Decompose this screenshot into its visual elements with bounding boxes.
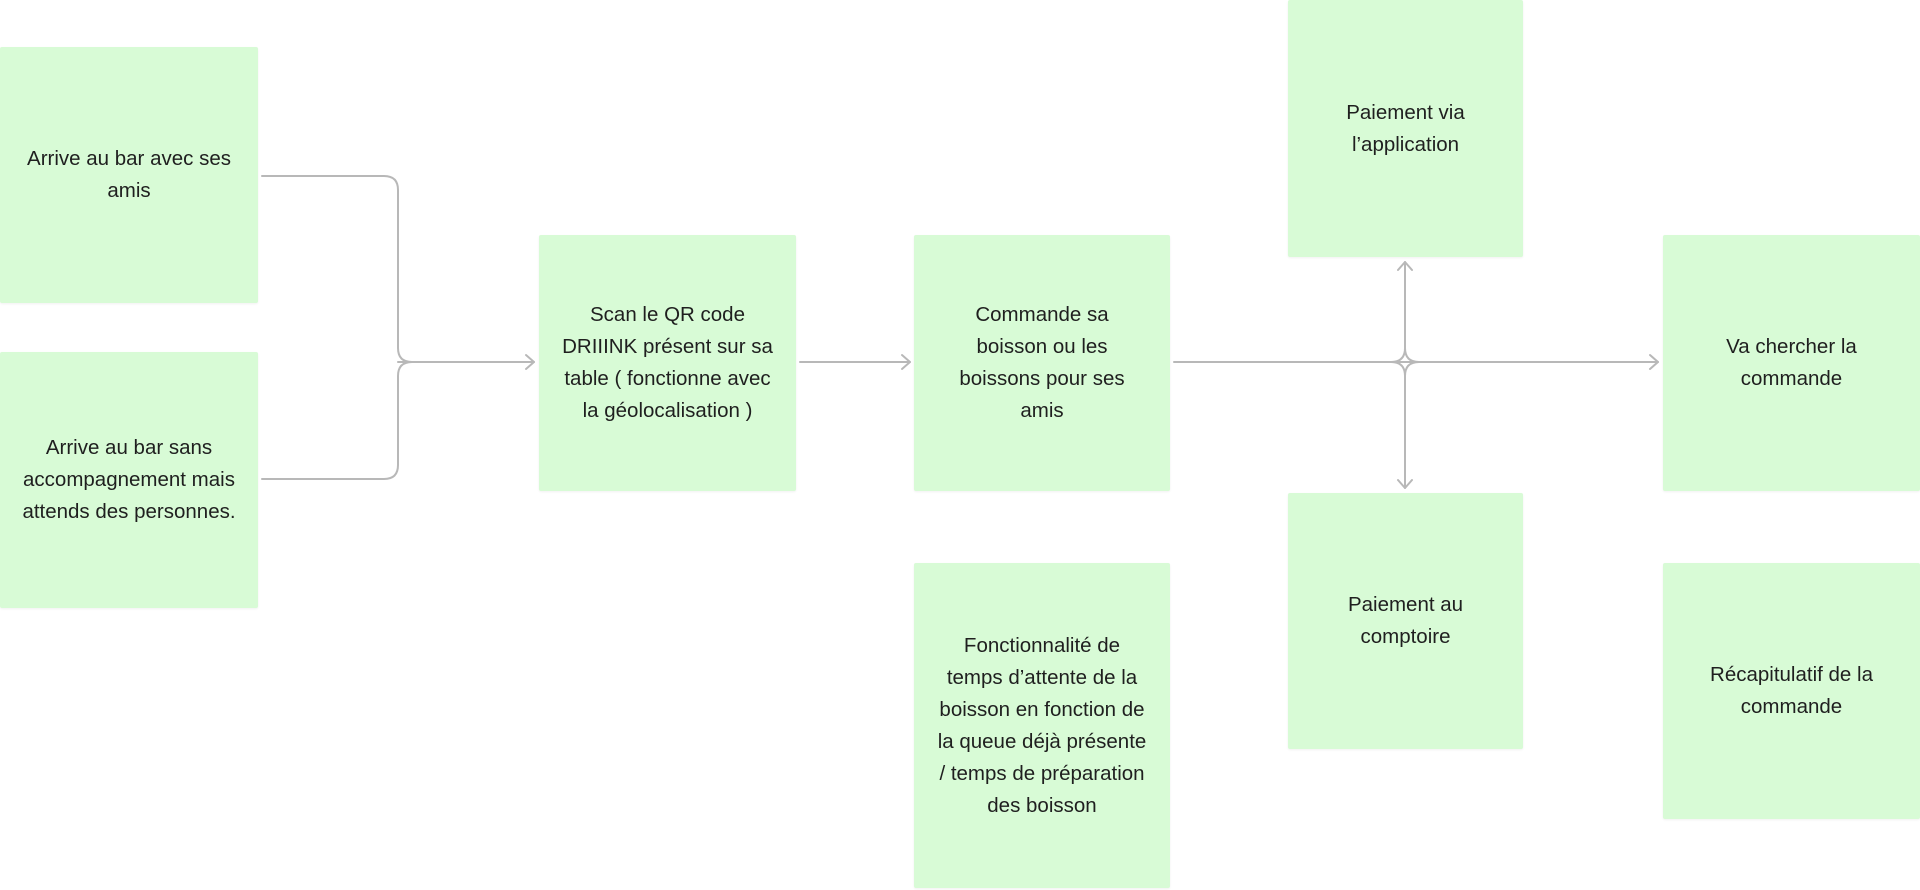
note-recap[interactable]: Récapitulatif de la commande <box>1663 563 1920 819</box>
note-get-order[interactable]: Va chercher la commande <box>1663 235 1920 491</box>
note-scan-qr-label: Scan le QR code DRIIINK présent sur sa t… <box>562 303 773 422</box>
note-pay-counter[interactable]: Paiement au comptoire <box>1288 493 1523 749</box>
note-arrive-friends[interactable]: Arrive au bar avec ses amis <box>0 47 258 303</box>
note-pay-app[interactable]: Paiement via l’application <box>1288 0 1523 257</box>
note-arrive-alone[interactable]: Arrive au bar sans accompagnement mais a… <box>0 352 258 608</box>
arrowhead-order <box>901 354 911 370</box>
connector-arrive-alone-to-merge <box>261 361 413 480</box>
note-wait-time-label: Fonctionnalité de temps d’attente de la … <box>937 633 1147 817</box>
arrowhead-pay-counter <box>1397 479 1413 489</box>
note-recap-label: Récapitulatif de la commande <box>1710 663 1873 718</box>
note-scan-qr[interactable]: Scan le QR code DRIIINK présent sur sa t… <box>539 235 796 491</box>
note-pay-app-label: Paiement via l’application <box>1346 100 1465 156</box>
note-arrive-friends-label: Arrive au bar avec ses amis <box>27 147 231 202</box>
connector-junction <box>1390 347 1420 377</box>
note-wait-time[interactable]: Fonctionnalité de temps d’attente de la … <box>914 563 1170 888</box>
connector-arrive-friends-to-merge <box>261 175 413 363</box>
note-pay-counter-label: Paiement au comptoire <box>1347 593 1464 648</box>
note-order[interactable]: Commande sa boisson ou les boissons pour… <box>914 235 1170 491</box>
note-get-order-label: Va chercher la commande <box>1726 335 1857 390</box>
arrowhead-get-order <box>1649 354 1659 370</box>
note-arrive-alone-label: Arrive au bar sans accompagnement mais a… <box>22 436 236 523</box>
arrowhead-pay-app <box>1397 261 1413 271</box>
arrowhead-scan <box>525 354 535 370</box>
note-order-label: Commande sa boisson ou les boissons pour… <box>959 303 1125 422</box>
